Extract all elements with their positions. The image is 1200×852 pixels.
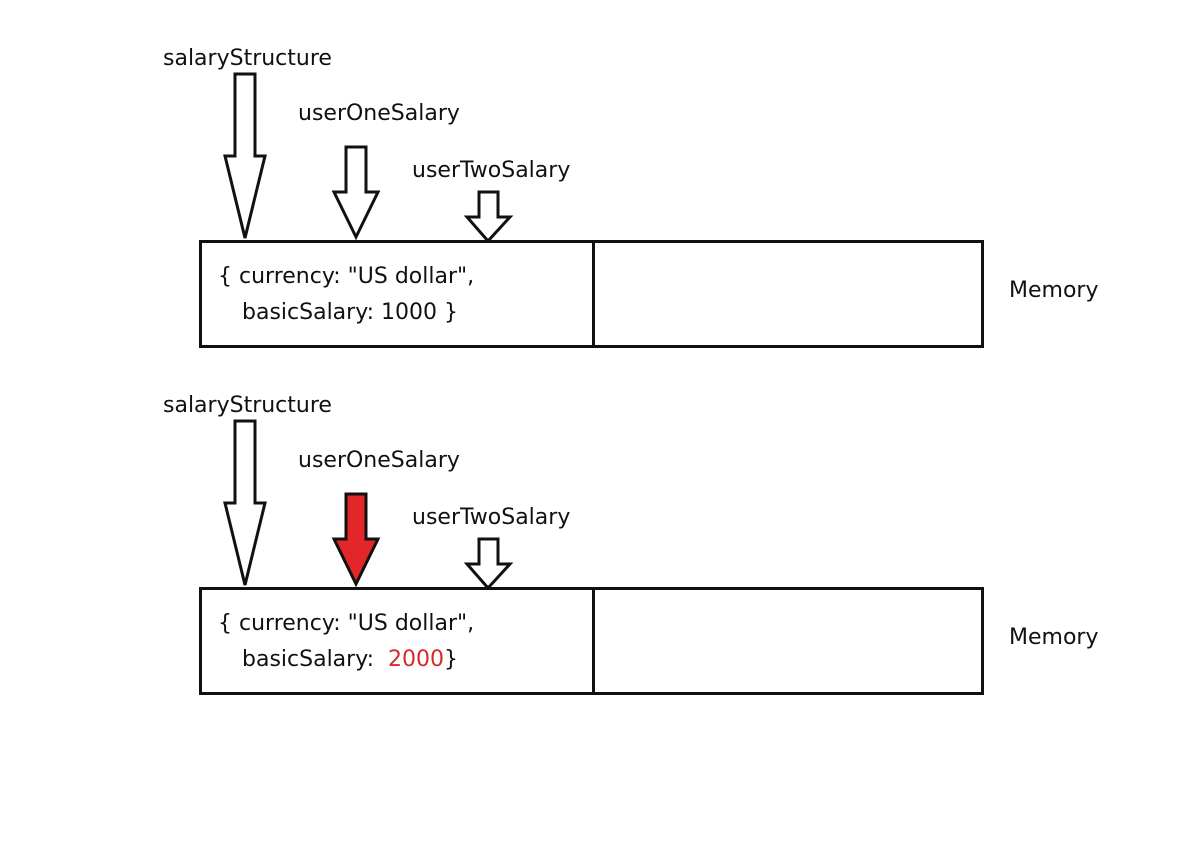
salary-structure-arrow-icon: [223, 72, 267, 239]
memory-block: { currency: "US dollar", basicSalary: 10…: [199, 240, 984, 348]
object-close-brace: }: [437, 300, 459, 325]
user-one-salary-arrow-icon: [331, 492, 381, 588]
pointer-arrows: [223, 72, 514, 244]
pointer-arrows: [223, 419, 514, 591]
user-two-salary-label: userTwoSalary: [412, 158, 571, 183]
memory-label: Memory: [1009, 625, 1099, 650]
object-line-currency: { currency: "US dollar",: [218, 611, 475, 636]
basic-salary-key: basicSalary:: [242, 647, 389, 672]
salary-structure-label: salaryStructure: [163, 393, 332, 418]
object-close-brace: }: [444, 647, 459, 672]
memory-cell-object: { currency: "US dollar", basicSalary: 10…: [202, 243, 595, 345]
memory-cell-object: { currency: "US dollar", basicSalary: 20…: [202, 590, 595, 692]
salary-structure-label: salaryStructure: [163, 46, 332, 71]
basic-salary-value-changed: 2000: [388, 647, 445, 672]
user-one-salary-label: userOneSalary: [298, 448, 460, 473]
user-two-salary-label: userTwoSalary: [412, 505, 571, 530]
memory-label: Memory: [1009, 278, 1099, 303]
memory-block: { currency: "US dollar", basicSalary: 20…: [199, 587, 984, 695]
basic-salary-value: 1000: [381, 300, 438, 325]
diagram-panel-after: salaryStructure userOneSalary userTwoSal…: [0, 347, 1200, 695]
object-line-basic-salary: basicSalary: 1000 }: [218, 295, 592, 331]
user-one-salary-arrow-icon: [331, 145, 381, 241]
user-two-salary-arrow-icon: [463, 190, 514, 244]
object-line-currency: { currency: "US dollar",: [218, 264, 475, 289]
user-one-salary-label: userOneSalary: [298, 101, 460, 126]
diagram-panel-before: salaryStructure userOneSalary userTwoSal…: [0, 0, 1200, 348]
memory-cell-empty: [595, 590, 981, 692]
memory-cell-empty: [595, 243, 981, 345]
object-line-basic-salary: basicSalary: 2000}: [218, 642, 592, 678]
salary-structure-arrow-icon: [223, 419, 267, 586]
basic-salary-key: basicSalary:: [242, 300, 382, 325]
user-two-salary-arrow-icon: [463, 537, 514, 591]
